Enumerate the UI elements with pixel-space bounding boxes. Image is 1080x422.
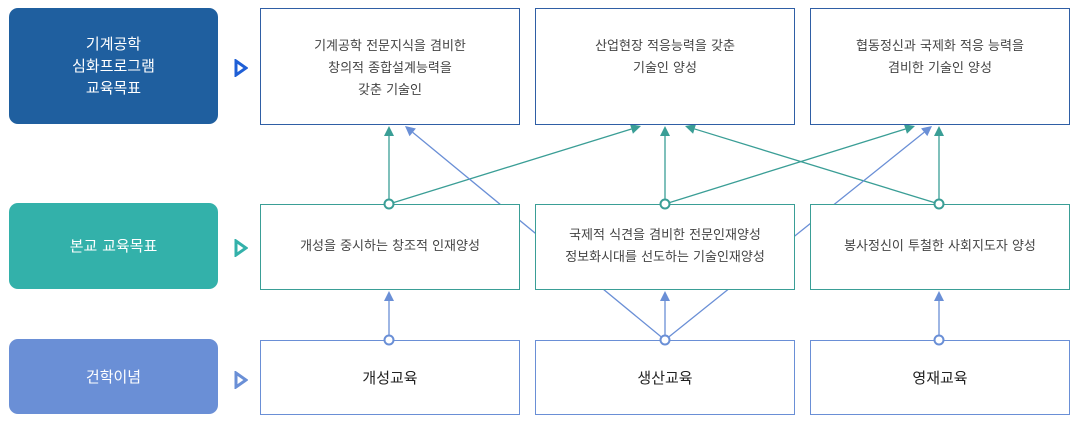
program-goal-box: 협동정신과 국제화 적응 능력을 겸비한 기술인 양성 — [810, 8, 1070, 125]
founding-principle-box: 생산교육 — [535, 340, 795, 415]
arrowhead-icon — [685, 124, 697, 134]
arrowhead-icon — [660, 126, 670, 136]
school-to-program-arrow — [664, 128, 906, 205]
arrowhead-icon — [384, 126, 394, 136]
arrowhead-icon — [934, 126, 944, 136]
arrowhead-icon — [629, 124, 641, 134]
row-label-program-goals: 기계공학 심화프로그램 교육목표 — [9, 8, 218, 124]
school-goal-box: 봉사정신이 투철한 사회지도자 양성 — [810, 204, 1070, 290]
row-label-school-goals: 본교 교육목표 — [9, 203, 218, 289]
arrowhead-icon — [921, 126, 932, 137]
program-goal-box: 산업현장 적응능력을 갖춘 기술인 양성 — [535, 8, 795, 125]
founding-principle-box: 영재교육 — [810, 340, 1070, 415]
school-to-program-arrow — [388, 128, 632, 205]
school-goal-box: 개성을 중시하는 창조적 인재양성 — [260, 204, 520, 290]
program-goal-box: 기계공학 전문지식을 겸비한 창의적 종합설계능력을 갖춘 기술인 — [260, 8, 520, 125]
school-to-program-arrow — [694, 128, 940, 205]
arrowhead-icon — [405, 126, 416, 137]
school-goal-box: 국제적 식견을 겸비한 전문인재양성 정보화시대를 선도하는 기술인재양성 — [535, 204, 795, 290]
founding-principle-box: 개성교육 — [260, 340, 520, 415]
arrowhead-icon — [903, 124, 915, 134]
row-label-founding-philosophy: 건학이념 — [9, 339, 218, 414]
